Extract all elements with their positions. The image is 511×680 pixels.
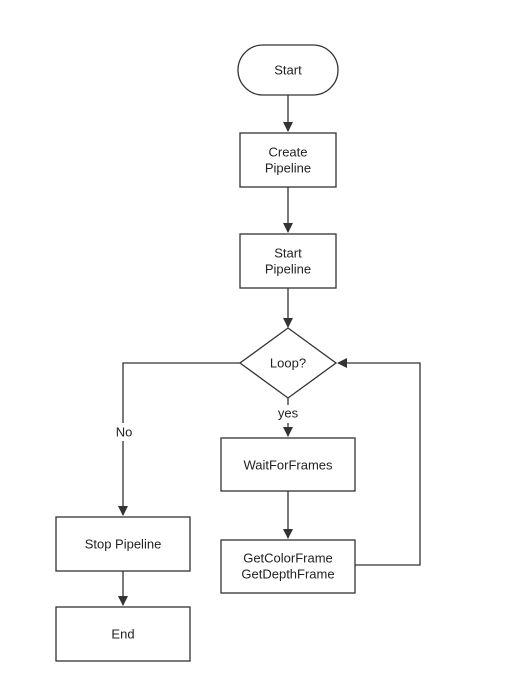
node-start-label: Start (274, 62, 302, 77)
node-loop-decision: Loop? (238, 327, 338, 399)
node-get-frames-label-line2: GetDepthFrame (241, 566, 334, 581)
node-create-pipeline: Create Pipeline (239, 132, 337, 188)
node-wait-for-frames: WaitForFrames (220, 437, 356, 492)
node-loop-label: Loop? (270, 355, 306, 370)
node-create-pipeline-label-line1: Create (268, 144, 307, 159)
node-start-pipeline-label-line2: Pipeline (265, 261, 311, 276)
edge-label-yes: yes (273, 405, 303, 423)
node-create-pipeline-label-line2: Pipeline (265, 160, 311, 175)
node-end: End (55, 606, 191, 662)
node-end-label: End (111, 626, 134, 641)
node-start: Start (237, 44, 339, 96)
edge-label-no-text: No (116, 424, 133, 439)
node-start-pipeline-label-line1: Start (274, 245, 302, 260)
node-get-frames: GetColorFrame GetDepthFrame (220, 539, 356, 594)
edges (118, 95, 421, 606)
edge-label-yes-text: yes (278, 405, 299, 420)
node-get-frames-label-line1: GetColorFrame (243, 550, 333, 565)
node-stop-pipeline: Stop Pipeline (55, 516, 191, 572)
edge-label-no: No (110, 423, 138, 441)
edge-loop-to-stop-pipeline (118, 362, 240, 516)
node-start-pipeline: Start Pipeline (239, 233, 337, 289)
edge-get-frames-back-to-loop (337, 358, 421, 566)
node-wait-for-frames-label: WaitForFrames (243, 457, 333, 472)
node-stop-pipeline-label: Stop Pipeline (85, 536, 162, 551)
